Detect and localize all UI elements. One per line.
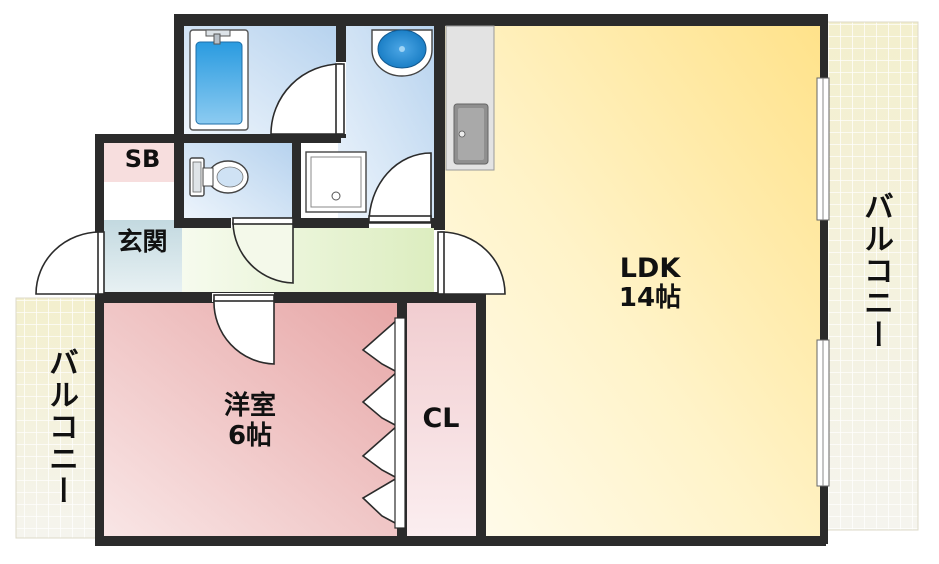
western-room-size: 6帖: [227, 421, 273, 451]
kitchen-sink-icon: [445, 25, 495, 171]
balcony-right: [825, 21, 919, 531]
closet-label: CL: [422, 403, 460, 434]
hallway-floor: [182, 220, 438, 296]
ldk-floor: [444, 24, 820, 538]
swing-door-icon: [35, 63, 506, 365]
balcony-left-label: バルコニー: [43, 347, 78, 507]
shoe-box-label: SB: [124, 145, 161, 173]
balcony-left: [15, 297, 99, 539]
shoe-box-floor: [103, 142, 182, 182]
washing-machine-pan-icon: [305, 151, 367, 213]
western-room-name: 洋室: [223, 391, 276, 421]
washbasin-icon: [371, 29, 433, 77]
entrance-floor: [103, 220, 182, 296]
folding-door-icon: [361, 317, 406, 529]
window-icon: [816, 77, 830, 487]
entrance-label: 玄関: [117, 227, 168, 256]
bathtub-icon: [189, 29, 249, 131]
ldk-room-name: LDK: [619, 253, 681, 284]
shoe-box-cabinet: [103, 182, 182, 220]
toilet-icon: [189, 157, 249, 197]
closet-floor: [403, 302, 476, 538]
balcony-right-label: バルコニー: [858, 191, 893, 351]
ldk-room-size: 14帖: [618, 283, 682, 313]
